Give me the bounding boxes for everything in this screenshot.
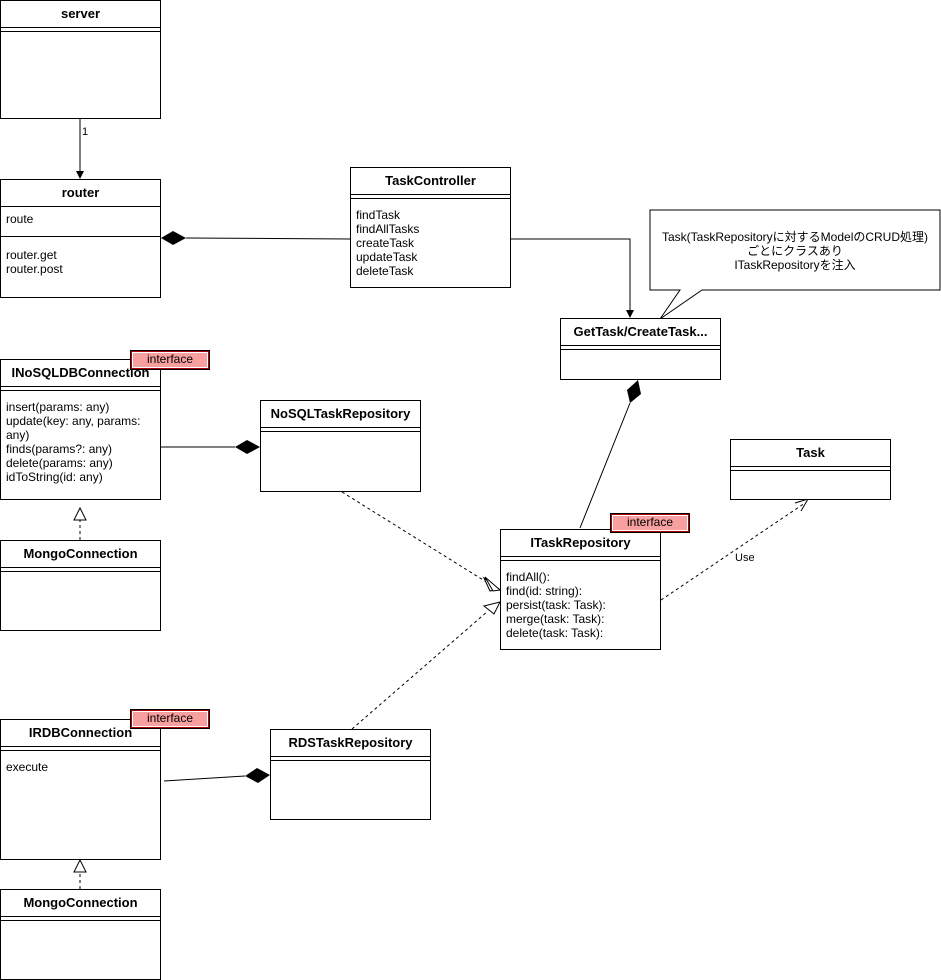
- inosql-nosqlrepo-composition: [161, 440, 260, 454]
- interface-badge: interface: [611, 514, 689, 532]
- class-title: INoSQLDBConnection: [11, 365, 150, 380]
- divider: [1, 567, 160, 568]
- methods: insert(params: any) update(key: any, par…: [6, 400, 158, 484]
- method: persist(task: Task):: [506, 598, 606, 612]
- class-title: RDSTaskRepository: [288, 735, 413, 750]
- methods: findTask findAllTasks createTask updateT…: [356, 208, 508, 278]
- class-title: GetTask/CreateTask...: [573, 324, 708, 339]
- divider: [731, 470, 890, 471]
- class-server[interactable]: server: [0, 0, 161, 119]
- attribute: route: [6, 212, 34, 226]
- divider: [1, 31, 160, 32]
- note-line: ごとにクラスあり: [747, 244, 843, 258]
- class-rds-task-repository[interactable]: RDSTaskRepository: [270, 729, 431, 820]
- interface-badge: interface: [131, 710, 209, 728]
- class-task-controller[interactable]: TaskController findTask findAllTasks cre…: [350, 167, 511, 288]
- method: findAllTasks: [356, 222, 420, 236]
- interface-badge: interface: [131, 351, 209, 369]
- divider: [1, 571, 160, 572]
- divider: [1, 746, 160, 747]
- method: idToString(id: any): [6, 470, 103, 484]
- router-taskcontroller-composition: [161, 231, 351, 245]
- class-title: server: [60, 6, 101, 21]
- class-title: NoSQLTaskRepository: [270, 406, 411, 421]
- divider: [351, 198, 510, 199]
- divider: [1, 390, 160, 391]
- method: findTask: [356, 208, 401, 222]
- divider: [1, 920, 160, 921]
- note-line: Task(TaskRepositoryに対するModelのCRUD処理): [661, 230, 929, 244]
- divider: [1, 27, 160, 28]
- divider: [261, 431, 420, 432]
- irdb-rdsrepo-composition: [163, 768, 270, 783]
- divider: [271, 760, 430, 761]
- method: router.get: [6, 248, 57, 262]
- class-task[interactable]: Task: [730, 439, 891, 500]
- methods: router.get router.post: [6, 248, 158, 276]
- rdsrepo-realization: [351, 601, 501, 730]
- methods: findAll(): find(id: string): persist(tas…: [506, 570, 658, 640]
- method: insert(params: any): [6, 400, 110, 414]
- method: createTask: [356, 236, 415, 250]
- method: merge(task: Task):: [506, 612, 605, 626]
- class-mongo-connection[interactable]: MongoConnection: [0, 889, 161, 980]
- method: find(id: string):: [506, 584, 583, 598]
- class-title: MongoConnection: [23, 895, 138, 910]
- method: finds(params?: any): [6, 442, 113, 456]
- class-mongo-connection[interactable]: MongoConnection: [0, 540, 161, 631]
- note-callout: [649, 209, 941, 320]
- divider: [351, 194, 510, 195]
- class-title: ITaskRepository: [530, 535, 631, 550]
- divider: [501, 556, 660, 557]
- divider: [561, 345, 720, 346]
- use-label: Use: [735, 552, 755, 564]
- method: updateTask: [356, 250, 418, 264]
- method: delete(params: any): [6, 456, 113, 470]
- mongo2-realization: [73, 858, 87, 889]
- method: update(key: any, params:: [6, 414, 141, 428]
- class-inosql-connection[interactable]: INoSQLDBConnection insert(params: any) u…: [0, 359, 161, 500]
- multiplicity-label: 1: [82, 126, 89, 138]
- mongo1-realization: [73, 506, 87, 540]
- class-router[interactable]: router route router.get router.post: [0, 179, 161, 298]
- server-router-association: [76, 119, 84, 179]
- class-title: MongoConnection: [23, 546, 138, 561]
- divider: [261, 427, 420, 428]
- class-itask-repository[interactable]: ITaskRepository findAll(): find(id: stri…: [500, 529, 661, 650]
- method: delete(task: Task):: [506, 626, 604, 640]
- attribute: execute: [6, 760, 49, 774]
- method: router.post: [6, 262, 63, 276]
- class-title: TaskController: [385, 173, 476, 188]
- class-title: Task: [796, 445, 825, 460]
- note-text: Task(TaskRepositoryに対するModelのCRUD処理) ごとに…: [652, 230, 938, 272]
- class-nosql-task-repository[interactable]: NoSQLTaskRepository: [260, 400, 421, 492]
- class-get-task[interactable]: GetTask/CreateTask...: [560, 318, 721, 380]
- taskcontroller-gettask-association: [511, 238, 634, 318]
- attributes: route: [6, 212, 158, 226]
- note-line: ITaskRepositoryを注入: [734, 258, 856, 272]
- divider: [731, 466, 890, 467]
- attributes: execute: [6, 760, 158, 774]
- method: any): [6, 428, 30, 442]
- divider: [501, 560, 660, 561]
- divider: [561, 349, 720, 350]
- divider: [1, 750, 160, 751]
- divider: [1, 236, 160, 237]
- divider: [1, 386, 160, 387]
- method: findAll():: [506, 570, 551, 584]
- divider: [1, 206, 160, 207]
- divider: [1, 916, 160, 917]
- divider: [271, 756, 430, 757]
- class-irdb-connection[interactable]: IRDBConnection execute: [0, 719, 161, 860]
- class-title: IRDBConnection: [28, 725, 133, 740]
- gettask-itaskrepository-composition: [579, 380, 641, 529]
- method: deleteTask: [356, 264, 414, 278]
- nosqlrepo-realization: [341, 491, 502, 592]
- class-title: router: [61, 185, 100, 200]
